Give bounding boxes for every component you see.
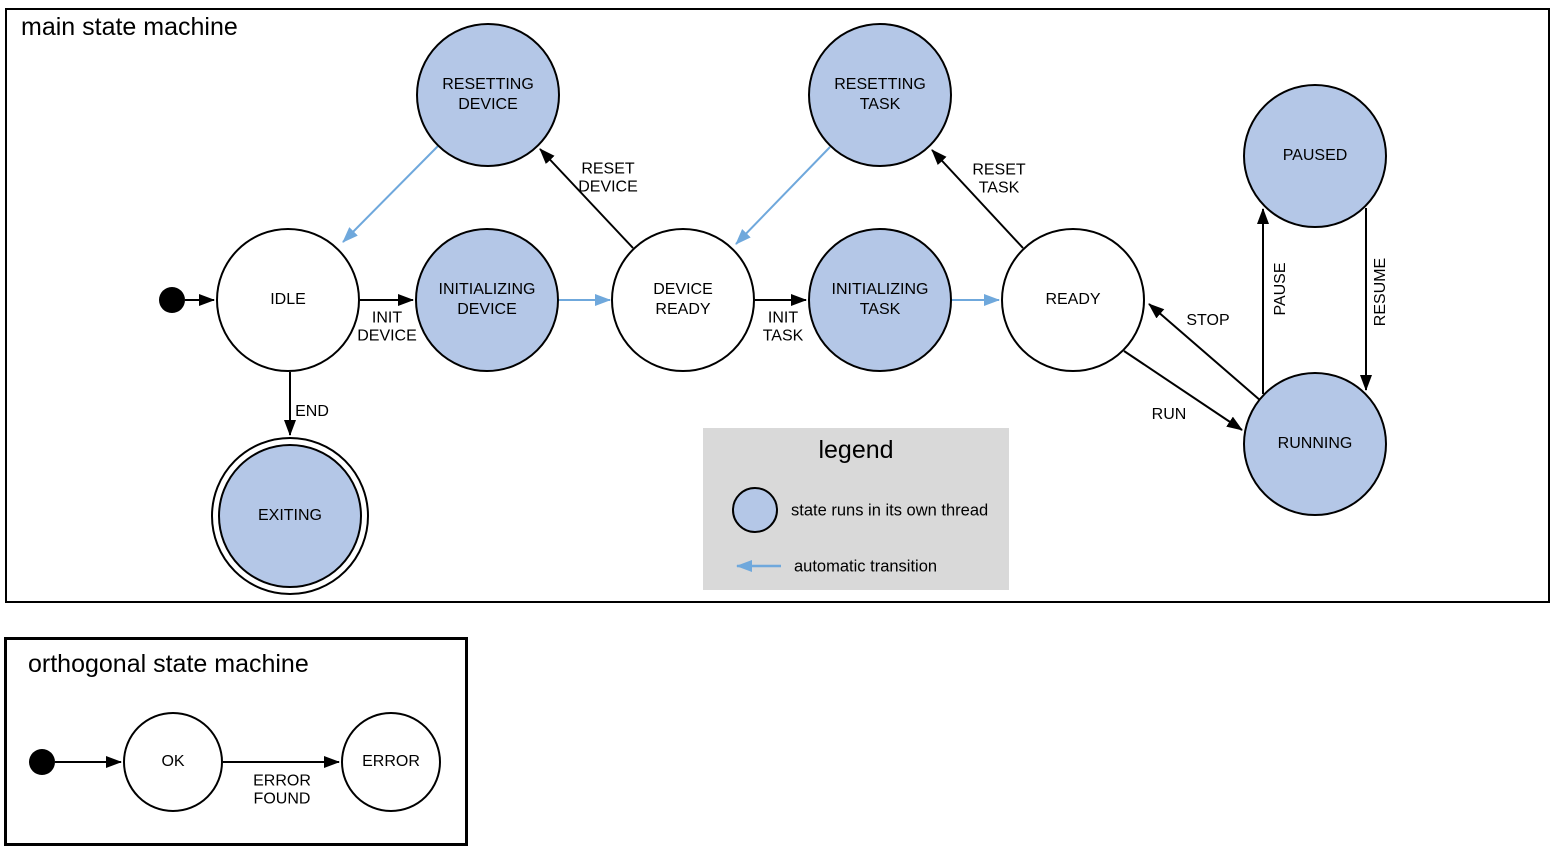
legend: legend state runs in its own thread auto…: [703, 428, 1009, 590]
state-error-label: ERROR: [362, 753, 420, 771]
legend-thread-item-label: state runs in its own thread: [791, 501, 989, 520]
state-initializing-device-label: INITIALIZING DEVICE: [438, 281, 536, 318]
state-ok: OK: [123, 712, 223, 812]
transition-label-resume: RESUME: [1371, 257, 1389, 327]
state-resetting-device-label: RESETTING DEVICE: [442, 76, 534, 113]
transition-label-pause: PAUSE: [1271, 262, 1289, 316]
state-resetting-device: RESETTING DEVICE: [416, 23, 560, 167]
automatic-transition-arrow-icon: [736, 560, 781, 572]
state-exiting-inner-circle: EXITING: [218, 444, 362, 588]
state-device-ready-label: DEVICE READY: [653, 281, 713, 318]
state-running-label: RUNNING: [1277, 435, 1353, 453]
initial-state-dot-orthogonal: [29, 749, 55, 775]
transition-label-error-found: ERROR FOUND: [253, 772, 311, 808]
transition-label-reset-device: RESET DEVICE: [578, 160, 638, 196]
state-ready-label: READY: [1045, 291, 1101, 309]
state-paused-label: PAUSED: [1282, 147, 1348, 165]
state-ready: READY: [1001, 228, 1145, 372]
threaded-state-swatch-icon: [732, 487, 778, 533]
state-running: RUNNING: [1243, 372, 1387, 516]
legend-title: legend: [818, 436, 894, 464]
state-exiting-label: EXITING: [257, 507, 322, 524]
state-idle-label: IDLE: [270, 291, 306, 309]
transition-label-reset-task: RESET TASK: [972, 161, 1026, 197]
transition-label-init-task: INIT TASK: [762, 309, 804, 345]
state-initializing-task-label: INITIALIZING TASK: [831, 281, 929, 318]
initial-state-dot-main: [159, 287, 185, 313]
state-initializing-device: INITIALIZING DEVICE: [415, 228, 559, 372]
main-machine-title: main state machine: [21, 13, 238, 41]
transition-label-end: END: [295, 402, 329, 420]
orthogonal-state-machine-box: [4, 637, 468, 846]
orthogonal-machine-title: orthogonal state machine: [28, 650, 309, 678]
state-device-ready: DEVICE READY: [611, 228, 755, 372]
state-idle: IDLE: [216, 228, 360, 372]
main-state-machine-box: [5, 8, 1550, 603]
legend-auto-item-label: automatic transition: [794, 557, 938, 576]
transition-label-stop: STOP: [1186, 311, 1230, 329]
state-resetting-task-label: RESETTING TASK: [834, 76, 926, 113]
state-exiting: EXITING: [211, 437, 369, 595]
state-resetting-task: RESETTING TASK: [808, 23, 952, 167]
transition-label-run: RUN: [1151, 405, 1187, 423]
state-paused: PAUSED: [1243, 84, 1387, 228]
state-initializing-task: INITIALIZING TASK: [808, 228, 952, 372]
state-ok-label: OK: [161, 753, 185, 771]
state-error: ERROR: [341, 712, 441, 812]
transition-label-init-device: INIT DEVICE: [357, 309, 417, 345]
